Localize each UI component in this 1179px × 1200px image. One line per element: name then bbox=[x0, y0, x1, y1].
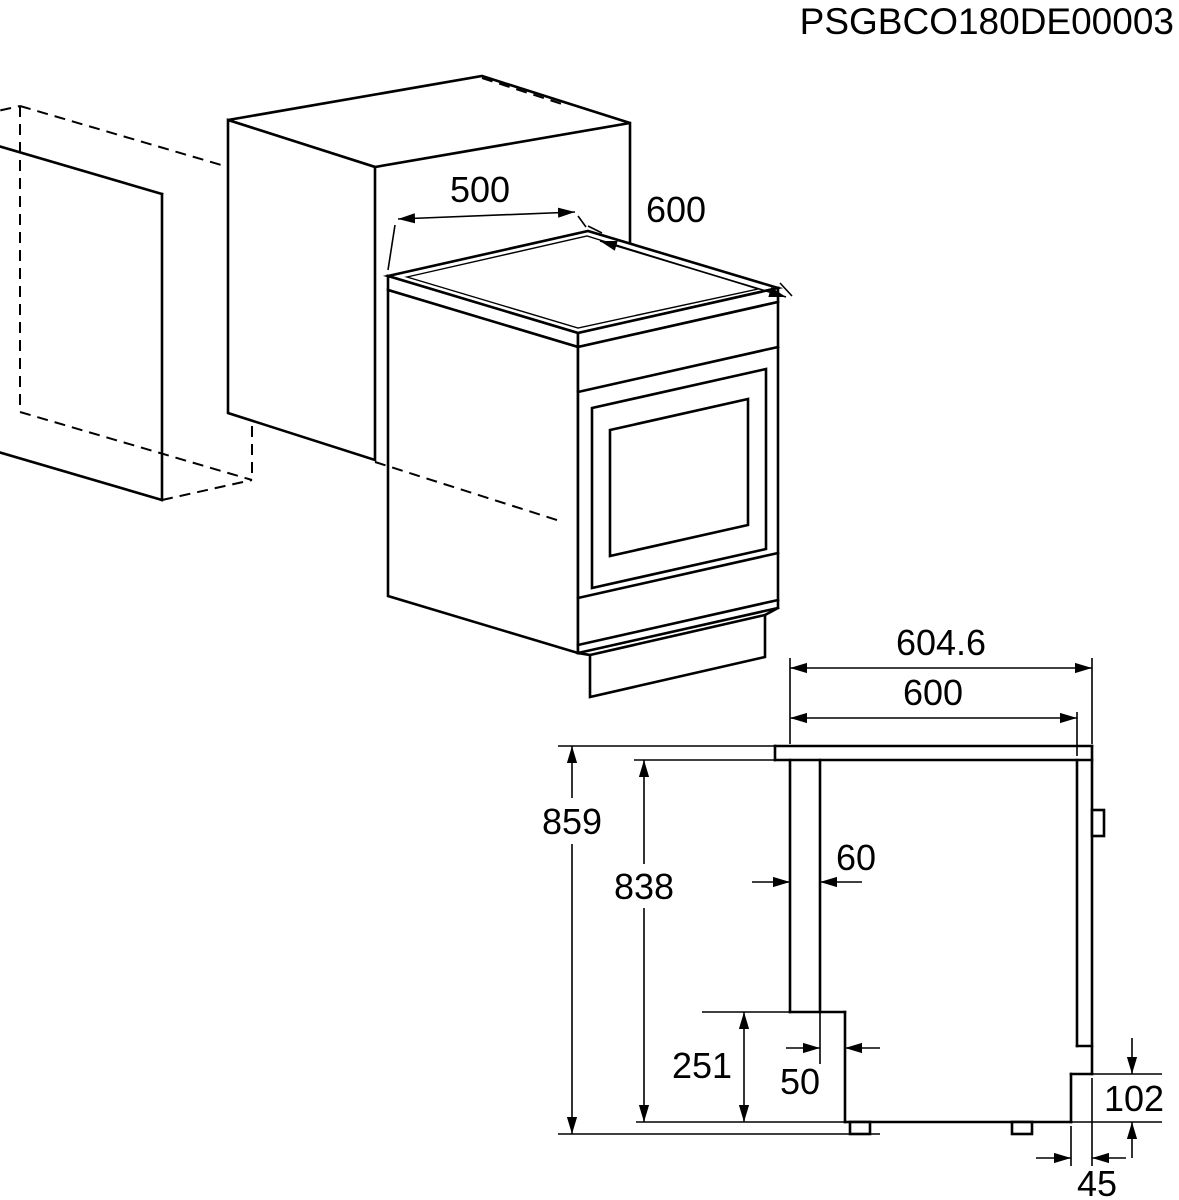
hidden-cabinet-edge bbox=[374, 461, 561, 522]
worktop-cabinet bbox=[226, 74, 632, 462]
iso-dimension-depth: 500 bbox=[387, 169, 587, 271]
dim-lower-back-height: 251 bbox=[672, 1011, 790, 1122]
worktop-front-face bbox=[226, 118, 377, 462]
dim-overall-height: 859 bbox=[542, 745, 880, 1135]
side-dim-label-859: 859 bbox=[542, 801, 602, 842]
dim-overall-depth: 604.6 bbox=[789, 622, 1093, 744]
isometric-installation-view: 500 600 bbox=[0, 74, 793, 699]
dim-lower-back-depth: 50 bbox=[780, 1012, 880, 1102]
side-dim-label-60: 60 bbox=[836, 837, 876, 878]
side-cooker-outline bbox=[788, 744, 1106, 1136]
control-panel-line bbox=[576, 345, 780, 394]
dim-depth: 600 bbox=[790, 672, 1078, 756]
dim-height: 838 bbox=[614, 759, 845, 1123]
side-dim-label-102: 102 bbox=[1104, 1078, 1164, 1119]
product-code: PSGBCO180DE00003 bbox=[800, 1, 1174, 42]
side-dim-label-45: 45 bbox=[1077, 1163, 1117, 1200]
dim-back-clearance: 60 bbox=[752, 837, 876, 888]
dim-plinth-depth: 45 bbox=[1036, 1078, 1126, 1200]
drawer-bottom-line bbox=[576, 598, 780, 647]
side-dim-label-600: 600 bbox=[903, 672, 963, 713]
cooker-side-panel bbox=[386, 288, 580, 655]
side-dim-label-251: 251 bbox=[672, 1045, 732, 1086]
side-dim-label-50: 50 bbox=[780, 1061, 820, 1102]
iso-dim-label-600: 600 bbox=[646, 189, 706, 230]
dim-plinth-height: 102 bbox=[1071, 1038, 1164, 1158]
side-dim-label-604-6: 604.6 bbox=[896, 622, 986, 663]
side-dim-label-838: 838 bbox=[614, 866, 674, 907]
iso-dimension-width: 600 bbox=[587, 189, 793, 298]
cooker-base bbox=[588, 613, 767, 699]
rear-foot bbox=[848, 1120, 872, 1136]
iso-dim-label-500: 500 bbox=[450, 169, 510, 210]
oven-door-window bbox=[608, 397, 750, 558]
side-worktop bbox=[773, 744, 1094, 762]
side-dimension-view: 604.6 600 859 838 60 bbox=[542, 622, 1164, 1200]
oven-door-frame bbox=[590, 367, 768, 590]
cooker-isometric bbox=[382, 229, 784, 699]
left-cabinet-outline bbox=[0, 105, 253, 502]
front-foot bbox=[1010, 1120, 1034, 1136]
rear-bracket bbox=[1090, 808, 1106, 838]
drawer-top-line bbox=[576, 551, 780, 600]
